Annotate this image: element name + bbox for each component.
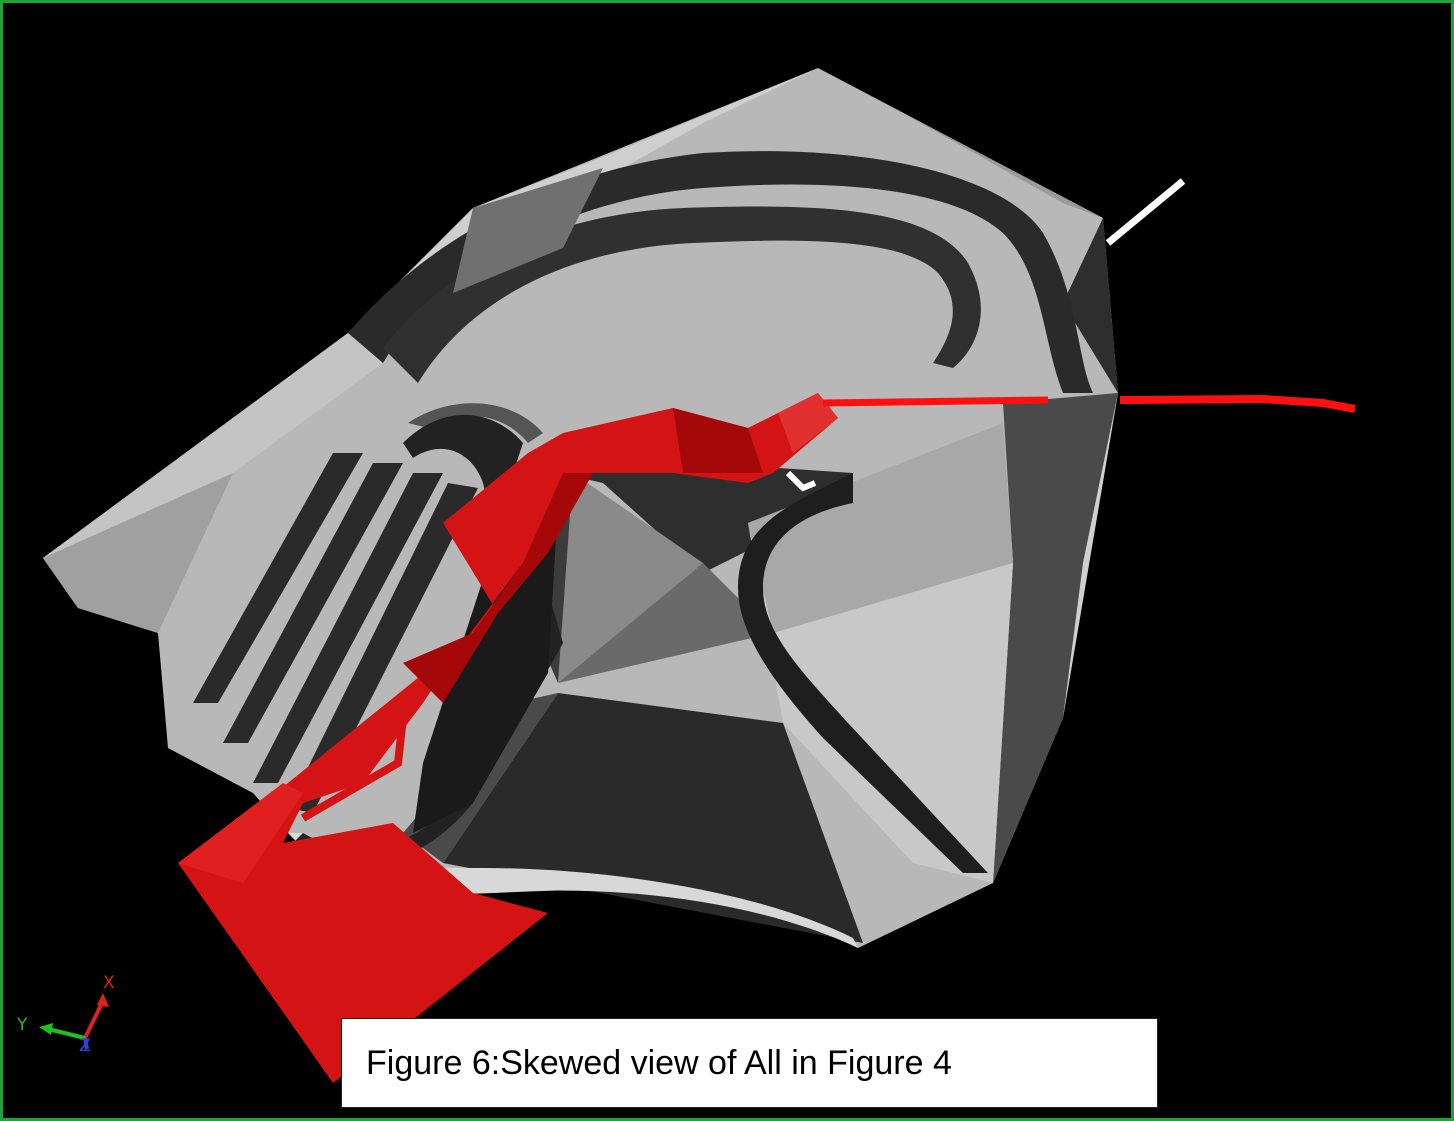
z-axis-line <box>83 1037 89 1050</box>
route-path <box>178 393 1356 1083</box>
caption-text: Skewed view of All in Figure 4 <box>500 1043 952 1082</box>
scene-render: X Y Z <box>16 68 1356 1083</box>
x-axis-label: X <box>103 973 115 993</box>
white-markers <box>785 178 1186 492</box>
x-axis-line <box>83 1000 105 1039</box>
terrain-surface <box>43 68 1118 948</box>
z-axis-label: Z <box>79 1036 91 1056</box>
caption-figure-label: Figure 6: <box>366 1043 501 1082</box>
axes-triad: X Y Z <box>16 973 115 1056</box>
y-axis-label: Y <box>16 1015 28 1035</box>
figure-caption: Figure 6: Skewed view of All in Figure 4 <box>341 1018 1158 1108</box>
y-axis-line <box>47 1027 86 1040</box>
